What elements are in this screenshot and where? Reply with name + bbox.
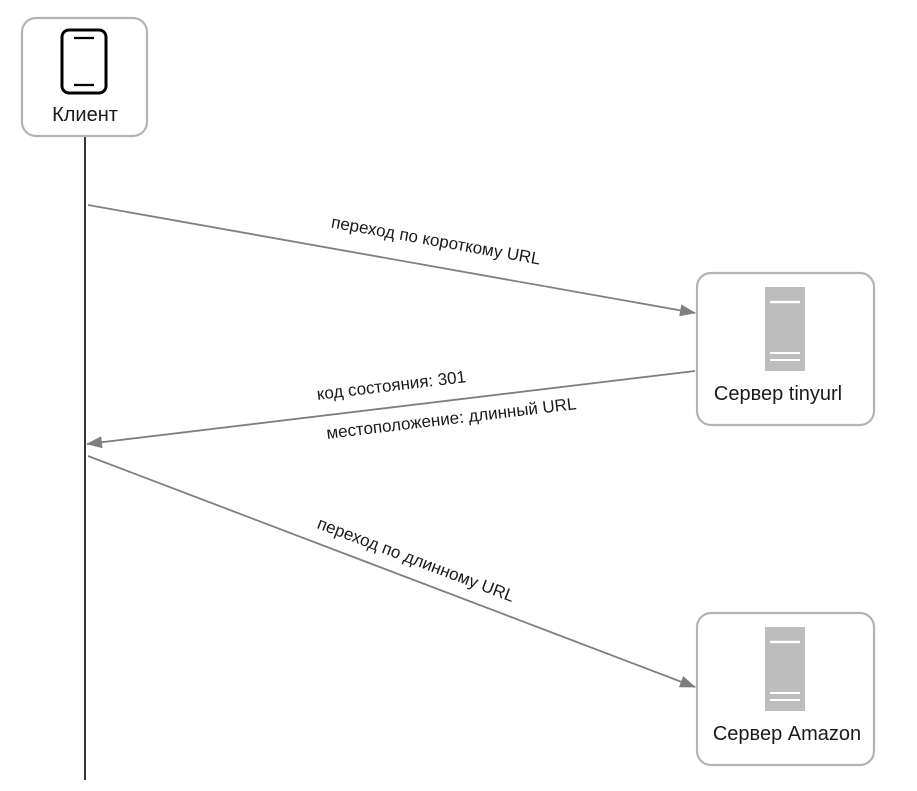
client-box: [20, 16, 149, 138]
server-icon: [765, 287, 805, 371]
message-long-url-label: переход по длинному URL: [315, 514, 517, 606]
arrow-long-url: [87, 455, 696, 688]
message-status-code-label: код состояния: 301: [316, 367, 467, 404]
message-location-label: местоположение: длинный URL: [325, 394, 577, 443]
message-short-url: переход по короткому URL: [87, 204, 696, 317]
tinyurl-server-label: Сервер tinyurl: [714, 383, 842, 405]
smartphone-icon: [60, 28, 108, 95]
client-node: Клиент: [20, 16, 149, 138]
amazon-server-node: Сервер Amazon: [695, 611, 876, 767]
server-icon: [765, 627, 805, 711]
arrow-short-url: [87, 204, 696, 317]
arrow-redirect-301: [86, 370, 696, 449]
message-short-url-label: переход по короткому URL: [330, 213, 542, 269]
message-redirect-301: код состояния: 301 местоположение: длинн…: [86, 367, 696, 449]
tinyurl-server-node: Сервер tinyurl: [695, 271, 876, 427]
amazon-server-label: Сервер Amazon: [713, 723, 861, 745]
message-long-url: переход по длинному URL: [87, 455, 696, 688]
client-label: Клиент: [52, 104, 118, 126]
